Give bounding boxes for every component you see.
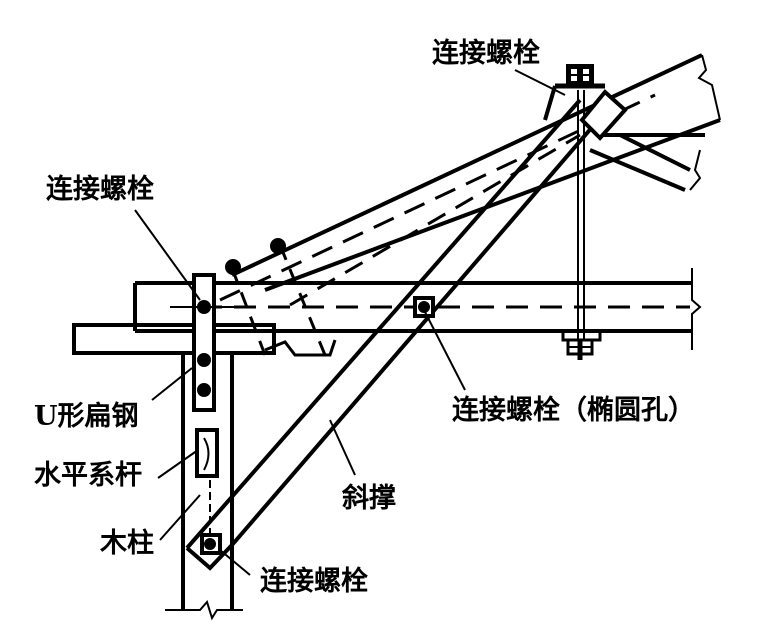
slot-bolt bbox=[413, 296, 435, 318]
bottom-bolt bbox=[200, 533, 222, 555]
label-top-bolt: 连接螺栓 bbox=[432, 38, 540, 69]
u-flat-steel bbox=[170, 273, 240, 412]
bottom-nut bbox=[561, 333, 602, 360]
leader-top-bolt bbox=[514, 69, 566, 96]
leader-left-bolt bbox=[134, 209, 201, 301]
top-joint-bolt bbox=[543, 64, 628, 345]
leader-brace bbox=[329, 419, 356, 476]
label-bottom-bolt: 连接螺栓 bbox=[260, 566, 368, 597]
leader-tie-rod bbox=[157, 449, 199, 479]
label-left-bolt: 连接螺栓 bbox=[46, 174, 154, 205]
rafter bbox=[219, 53, 721, 357]
horizontal-tie-beam bbox=[133, 268, 702, 350]
label-post: 木柱 bbox=[100, 528, 154, 559]
lower-plank bbox=[72, 323, 276, 355]
leader-post bbox=[159, 494, 201, 541]
leader-lines bbox=[134, 69, 566, 576]
wooden-post bbox=[165, 353, 243, 621]
leader-u-steel bbox=[151, 367, 193, 401]
label-tie-rod: 水平系杆 bbox=[34, 460, 142, 491]
rafter-lower-branch bbox=[589, 133, 705, 192]
label-u-flat-steel: U形扁钢 bbox=[34, 401, 139, 432]
leader-bottom-bolt bbox=[219, 549, 251, 576]
label-slot-bolt: 连接螺栓（椭圆孔） bbox=[452, 395, 695, 426]
leader-slot-bolt bbox=[424, 311, 466, 391]
label-brace: 斜撑 bbox=[342, 483, 396, 514]
